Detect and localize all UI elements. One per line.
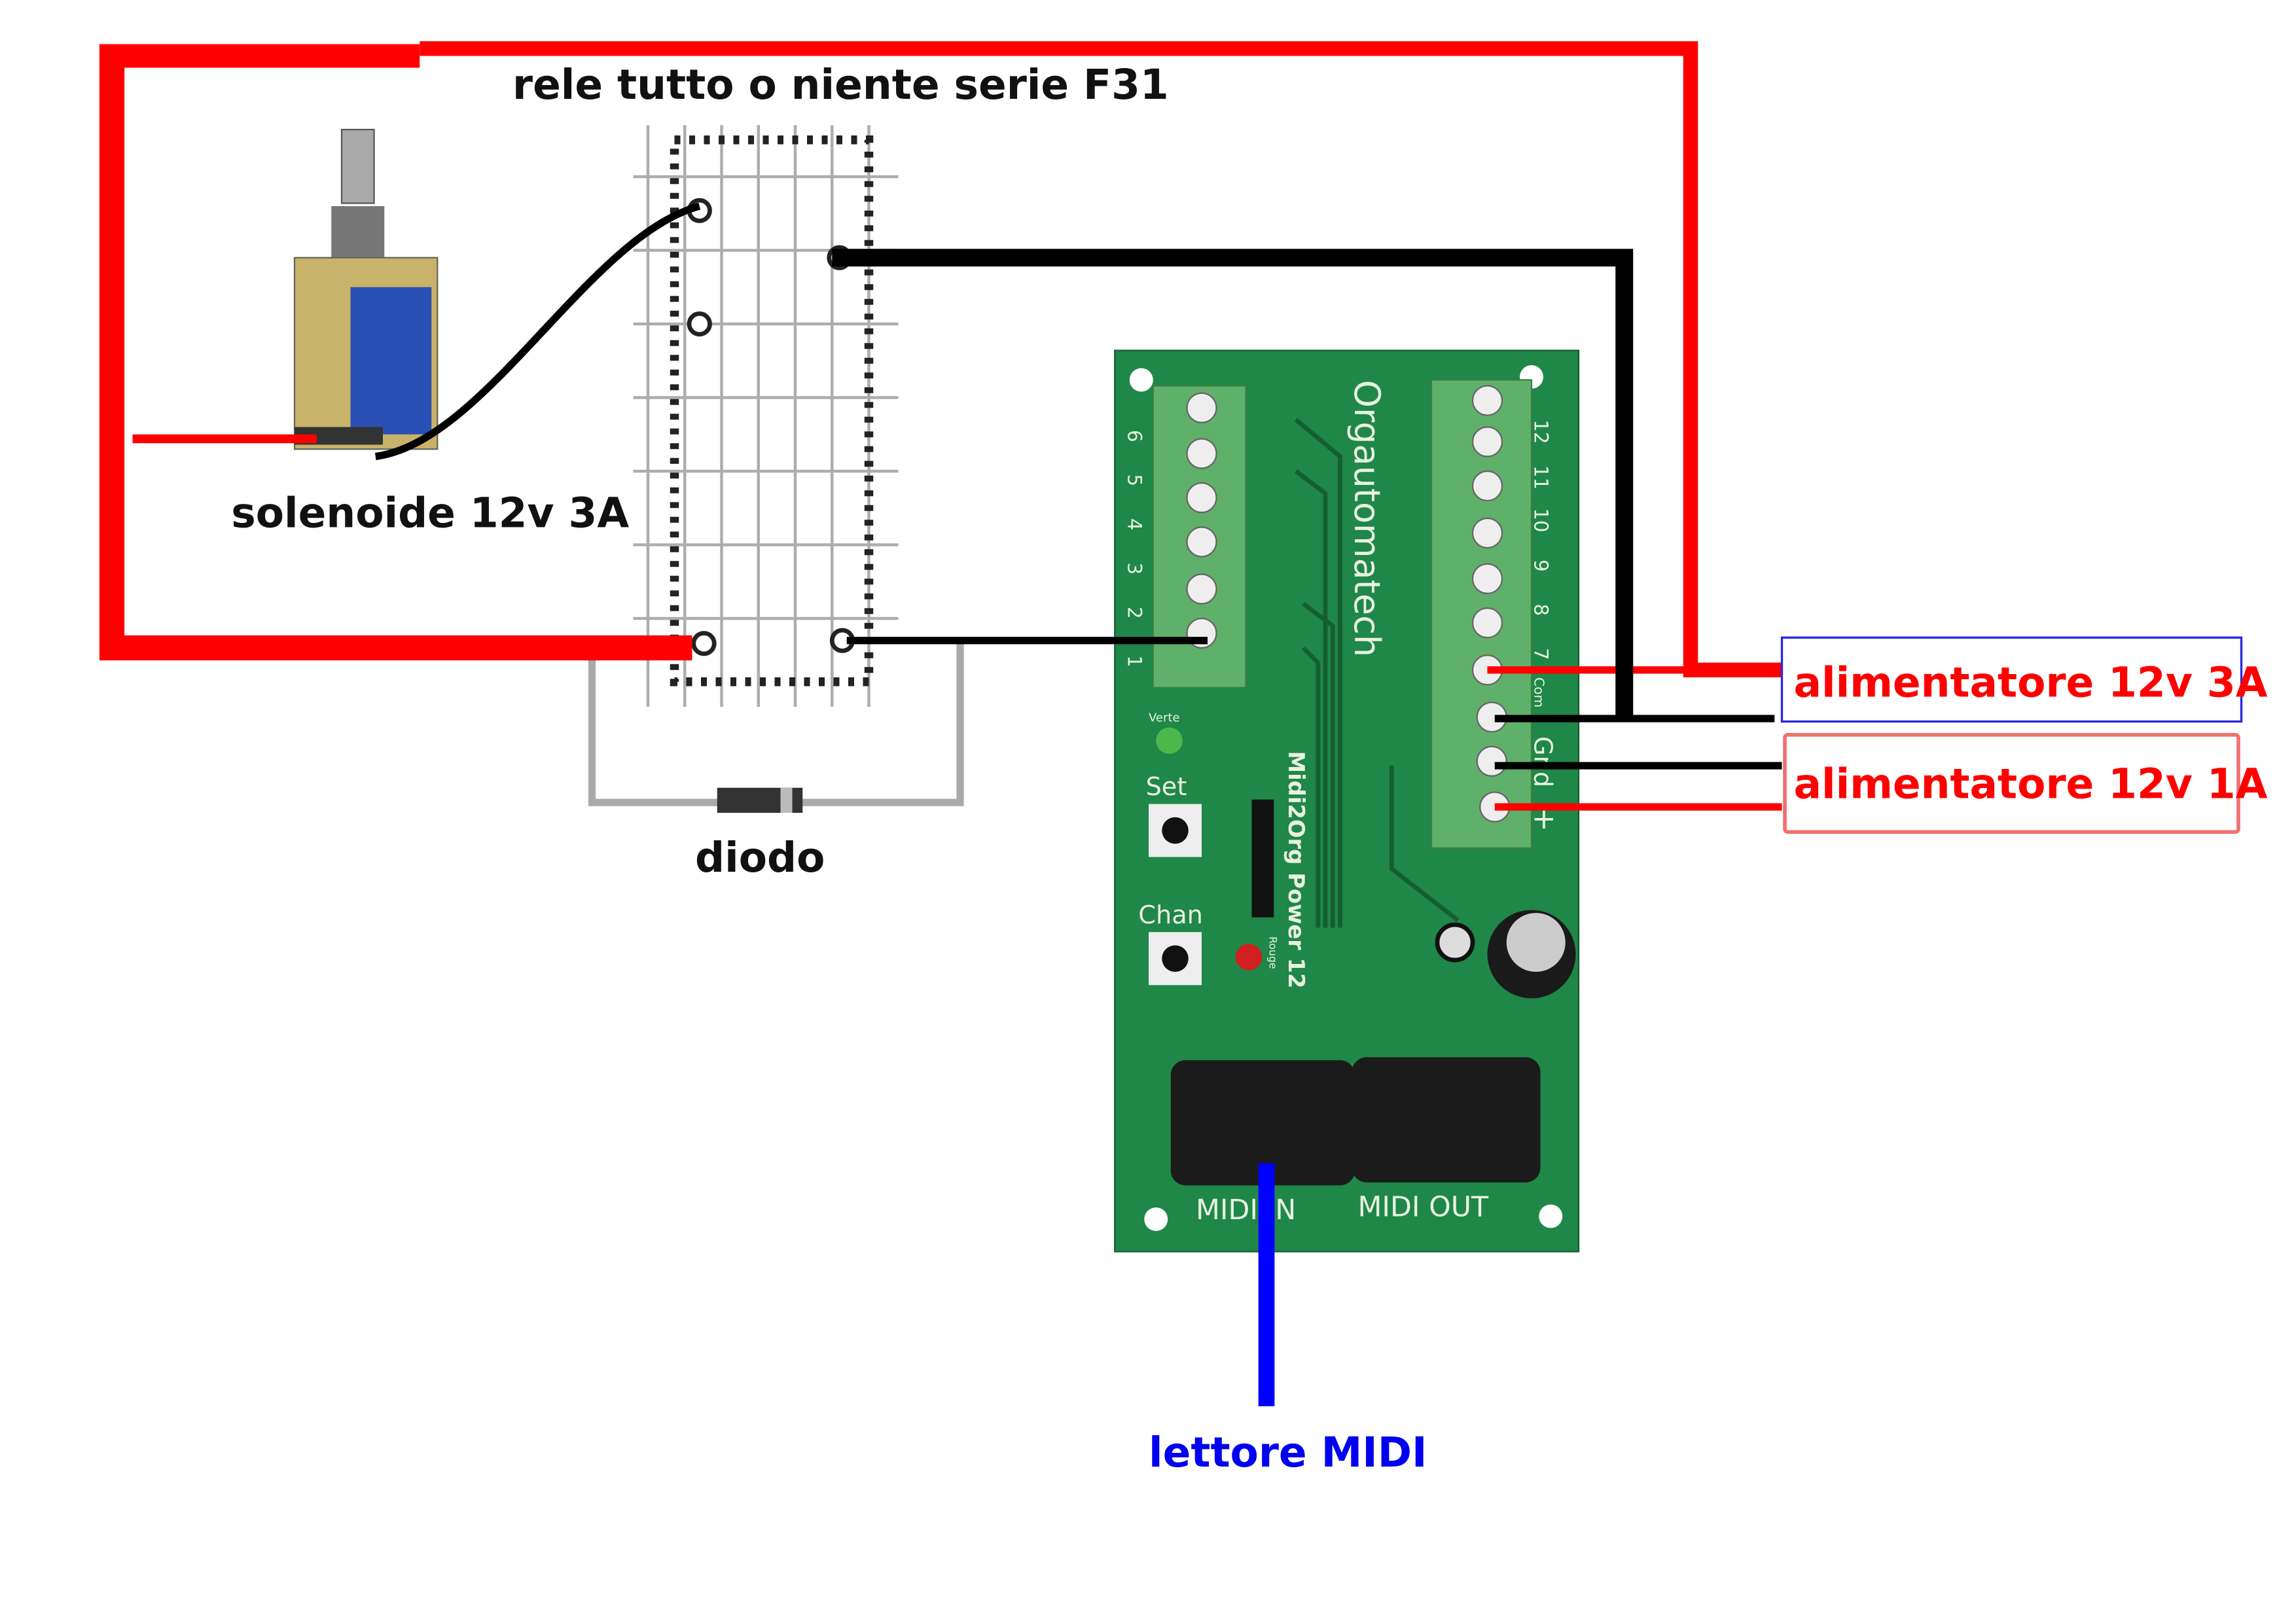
pcb-brand: Orgautomatech bbox=[1346, 380, 1388, 658]
pcb-model: Midi2Org Power 12 bbox=[1283, 751, 1309, 989]
pin-header bbox=[1251, 799, 1274, 918]
midi-in-label: MIDI IN bbox=[1196, 1194, 1296, 1226]
terminal-label: 5 bbox=[1124, 474, 1146, 487]
terminal-label: 12 bbox=[1530, 419, 1552, 444]
midi-out-label: MIDI OUT bbox=[1358, 1191, 1490, 1224]
psu-3a-label: alimentatore 12v 3A bbox=[1794, 658, 2268, 706]
terminal-label: 1 bbox=[1124, 655, 1146, 668]
solenoid-label: solenoide 12v 3A bbox=[231, 490, 629, 537]
set-label: Set bbox=[1146, 772, 1187, 802]
terminal-label: 2 bbox=[1124, 607, 1146, 619]
terminal-label: 8 bbox=[1530, 604, 1552, 616]
diode-label: diodo bbox=[695, 834, 825, 882]
terminal-label: 9 bbox=[1530, 560, 1552, 572]
terminal-label: 11 bbox=[1530, 465, 1552, 490]
psu-3a-box bbox=[1780, 636, 2243, 723]
terminal-label: 10 bbox=[1530, 508, 1552, 532]
red-wires bbox=[99, 41, 1782, 811]
led-red-icon bbox=[1235, 944, 1263, 971]
relay-pin bbox=[691, 631, 717, 656]
terminal-label: Com bbox=[1532, 677, 1547, 707]
relay-pin bbox=[687, 311, 712, 337]
led-green-icon bbox=[1156, 727, 1183, 754]
relay-label: rele tutto o niente serie F31 bbox=[512, 61, 1169, 109]
terminal-label: Gnd bbox=[1528, 736, 1558, 787]
terminal-label: 7 bbox=[1530, 648, 1552, 660]
chan-label: Chan bbox=[1138, 901, 1203, 930]
black-wires bbox=[374, 202, 1782, 770]
terminal-label: + bbox=[1528, 807, 1562, 832]
midi-player-label: lettore MIDI bbox=[1149, 1429, 1427, 1476]
terminal-label: 6 bbox=[1124, 430, 1146, 442]
psu-1a-label: alimentatore 12v 1A bbox=[1794, 760, 2268, 808]
midi-out-connector bbox=[1352, 1057, 1541, 1183]
led-green-label: Verte bbox=[1149, 711, 1180, 725]
terminal-label: 4 bbox=[1124, 518, 1146, 531]
terminal-label: 3 bbox=[1124, 563, 1146, 575]
midi-in-connector bbox=[1170, 1060, 1355, 1186]
pcb-board bbox=[1114, 349, 1580, 1253]
solenoid bbox=[293, 128, 439, 450]
psu-1a-box bbox=[1783, 732, 2240, 834]
relay-drawing bbox=[633, 125, 899, 707]
led-red-label: Rouge bbox=[1267, 936, 1280, 969]
